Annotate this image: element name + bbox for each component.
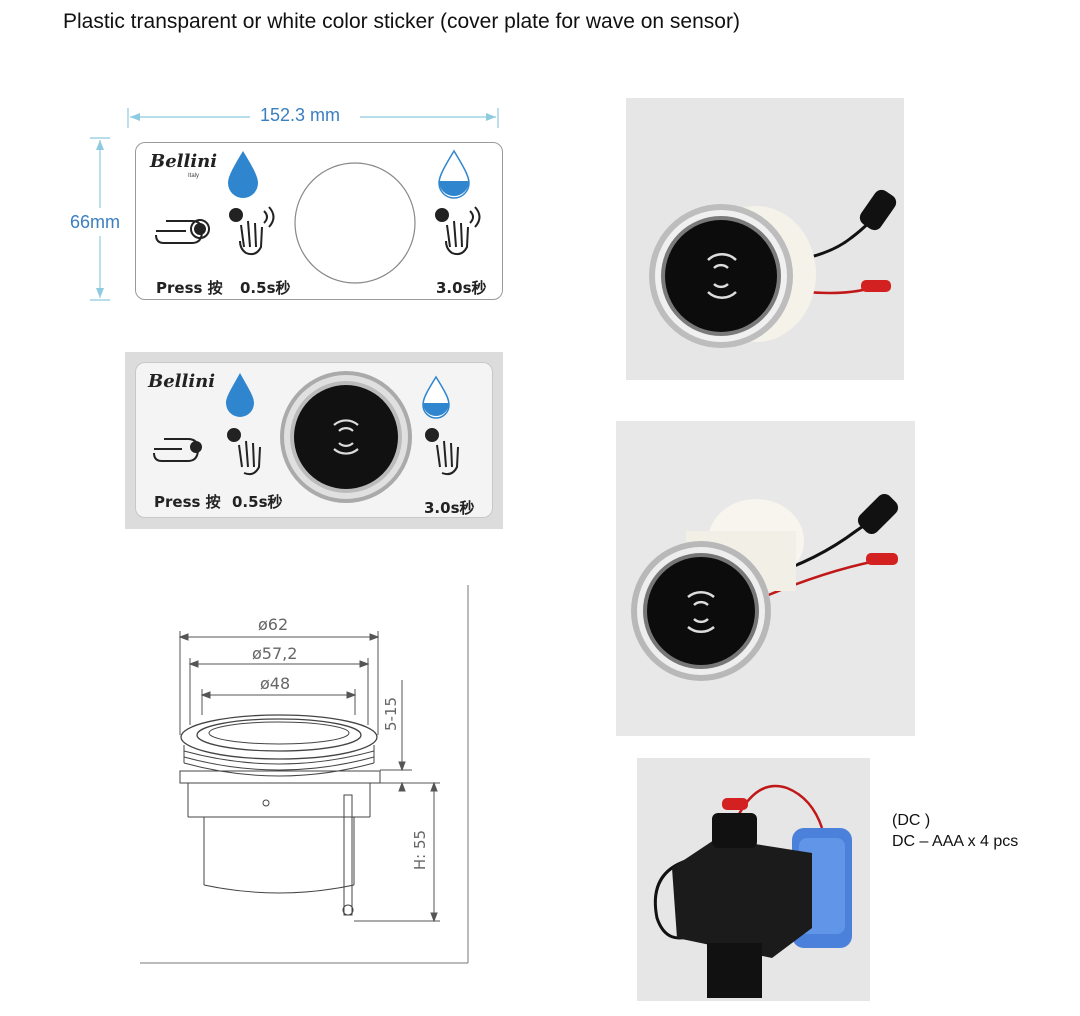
press-label: Press 按 [156, 279, 223, 297]
width-dimension-label: 152.3 mm [260, 105, 341, 125]
press-label: Press 按 [154, 493, 221, 511]
battery-box-photo-art [637, 758, 870, 1001]
technical-drawing: ø62 ø57,2 ø48 5-15 H: 55 [140, 585, 475, 965]
press-hand-icon [155, 219, 210, 244]
battery-box-photo [637, 758, 870, 1001]
wave-hand-icon [227, 428, 261, 476]
full-flush-drop-icon [228, 151, 258, 198]
wave-signal-icon [687, 590, 715, 634]
sticker-plate: Bellini Italy [135, 142, 503, 300]
brand-logo: Bellini [150, 151, 218, 172]
short-wave-label: 0.5s秒 [240, 279, 291, 297]
sensor-photo-side-art [616, 421, 915, 736]
height-dimension-label: 66mm [70, 212, 121, 232]
half-flush-drop-icon [422, 375, 450, 419]
sensor-button-photo [280, 371, 412, 503]
brand-sub: Italy [188, 173, 200, 179]
wave-hand-icon [229, 206, 275, 256]
wave-signal-icon [333, 419, 359, 455]
full-flush-drop-icon [226, 373, 254, 417]
sensor-photo-top-art [626, 98, 904, 380]
wave-hand-icon [425, 428, 459, 476]
sticker-photo: Bellini [125, 352, 503, 529]
dimension-range: 5-15 [382, 696, 401, 732]
drawing-lines [140, 585, 469, 964]
dimension-d62: ø62 [258, 615, 289, 634]
sticker-diagram: 152.3 mm 66mm Bellini Italy [60, 100, 510, 310]
sensor-photo-side [616, 421, 915, 736]
battery-line1: (DC ) [892, 812, 931, 829]
brand-logo: Bellini [148, 371, 216, 392]
page-title: Plastic transparent or white color stick… [63, 10, 740, 33]
sticker-plate-photo: Bellini [135, 362, 493, 518]
wave-signal-icon [707, 253, 737, 299]
dimension-d48: ø48 [260, 674, 291, 693]
dimension-height: H: 55 [411, 829, 430, 871]
dimension-d57: ø57,2 [252, 644, 298, 663]
sensor-window [294, 162, 416, 284]
sticker-photo-icons [153, 371, 459, 503]
wave-hand-icon [435, 206, 481, 256]
press-hand-icon [153, 438, 202, 462]
sticker-icons [155, 149, 481, 284]
dimension-lines [90, 108, 499, 301]
sensor-photo-top [626, 98, 904, 380]
long-wave-label: 3.0s秒 [424, 499, 475, 517]
half-flush-drop-icon [438, 149, 470, 199]
short-wave-label: 0.5s秒 [232, 493, 283, 511]
battery-line2: DC – AAA x 4 pcs [892, 833, 1019, 850]
long-wave-label: 3.0s秒 [436, 279, 487, 297]
